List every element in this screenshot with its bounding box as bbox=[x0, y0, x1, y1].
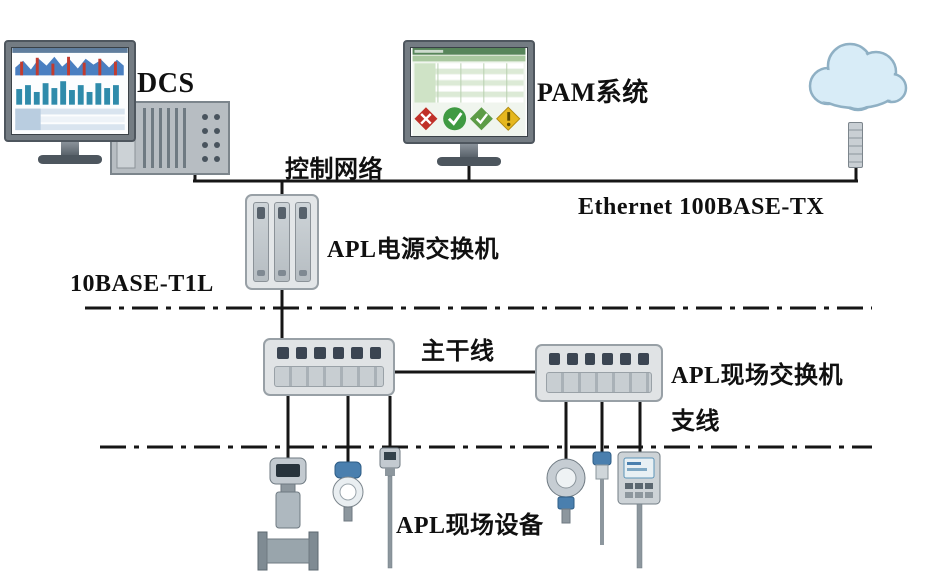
field-indicator-device bbox=[617, 451, 661, 569]
pam-screen bbox=[410, 47, 528, 137]
rack-slots bbox=[143, 108, 186, 168]
monitor-stand bbox=[61, 142, 79, 155]
power-module bbox=[253, 202, 269, 282]
control-network-label: 控制网络 bbox=[285, 157, 383, 183]
pam-system-label: PAM系统 bbox=[537, 78, 649, 107]
pressure-transmitter-device-1 bbox=[332, 461, 364, 522]
power-module bbox=[274, 202, 290, 282]
pam-status-icons bbox=[414, 106, 521, 131]
pressure-transmitter-device-2 bbox=[546, 458, 586, 524]
switch-ports bbox=[277, 347, 381, 359]
flow-meter-device bbox=[257, 457, 319, 571]
monitor-frame bbox=[403, 40, 535, 144]
ten-base-label: 10BASE-T1L bbox=[70, 271, 214, 297]
trunk-line-label: 主干线 bbox=[421, 339, 495, 365]
dcs-table bbox=[15, 108, 125, 131]
network-gateway-device bbox=[848, 122, 863, 168]
dcs-label: DCS bbox=[137, 68, 195, 99]
pipe-flanges bbox=[257, 531, 319, 571]
switch-ports bbox=[549, 353, 649, 365]
rack-leds bbox=[202, 114, 220, 162]
apl-field-switch-label: APL现场交换机 bbox=[671, 363, 843, 389]
apl-field-switch-left bbox=[263, 338, 395, 396]
switch-terminal-panel bbox=[546, 372, 652, 393]
indicator-buttons bbox=[625, 483, 653, 498]
cloud-icon bbox=[808, 42, 908, 112]
pam-monitor bbox=[403, 40, 535, 166]
apl-power-switch-label: APL电源交换机 bbox=[327, 237, 499, 263]
dcs-monitor bbox=[4, 40, 136, 164]
branch-line-label: 支线 bbox=[671, 409, 720, 435]
switch-terminal-panel bbox=[274, 366, 384, 387]
apl-field-devices-label: APL现场设备 bbox=[396, 513, 544, 539]
monitor-stand bbox=[460, 144, 478, 157]
ethernet-label: Ethernet 100BASE-TX bbox=[578, 194, 825, 220]
monitor-base bbox=[437, 157, 501, 166]
power-module bbox=[295, 202, 311, 282]
dcs-trend-chart bbox=[15, 56, 124, 76]
dcs-bar-chart bbox=[16, 81, 119, 105]
apl-power-switch-device bbox=[245, 194, 319, 290]
monitor-base bbox=[38, 155, 102, 164]
pam-table bbox=[414, 63, 524, 103]
monitor-frame bbox=[4, 40, 136, 142]
apl-field-switch-right bbox=[535, 344, 663, 402]
temperature-sensor-device-1 bbox=[379, 447, 401, 569]
dcs-screen bbox=[11, 47, 129, 135]
temperature-sensor-device-2 bbox=[592, 451, 612, 545]
